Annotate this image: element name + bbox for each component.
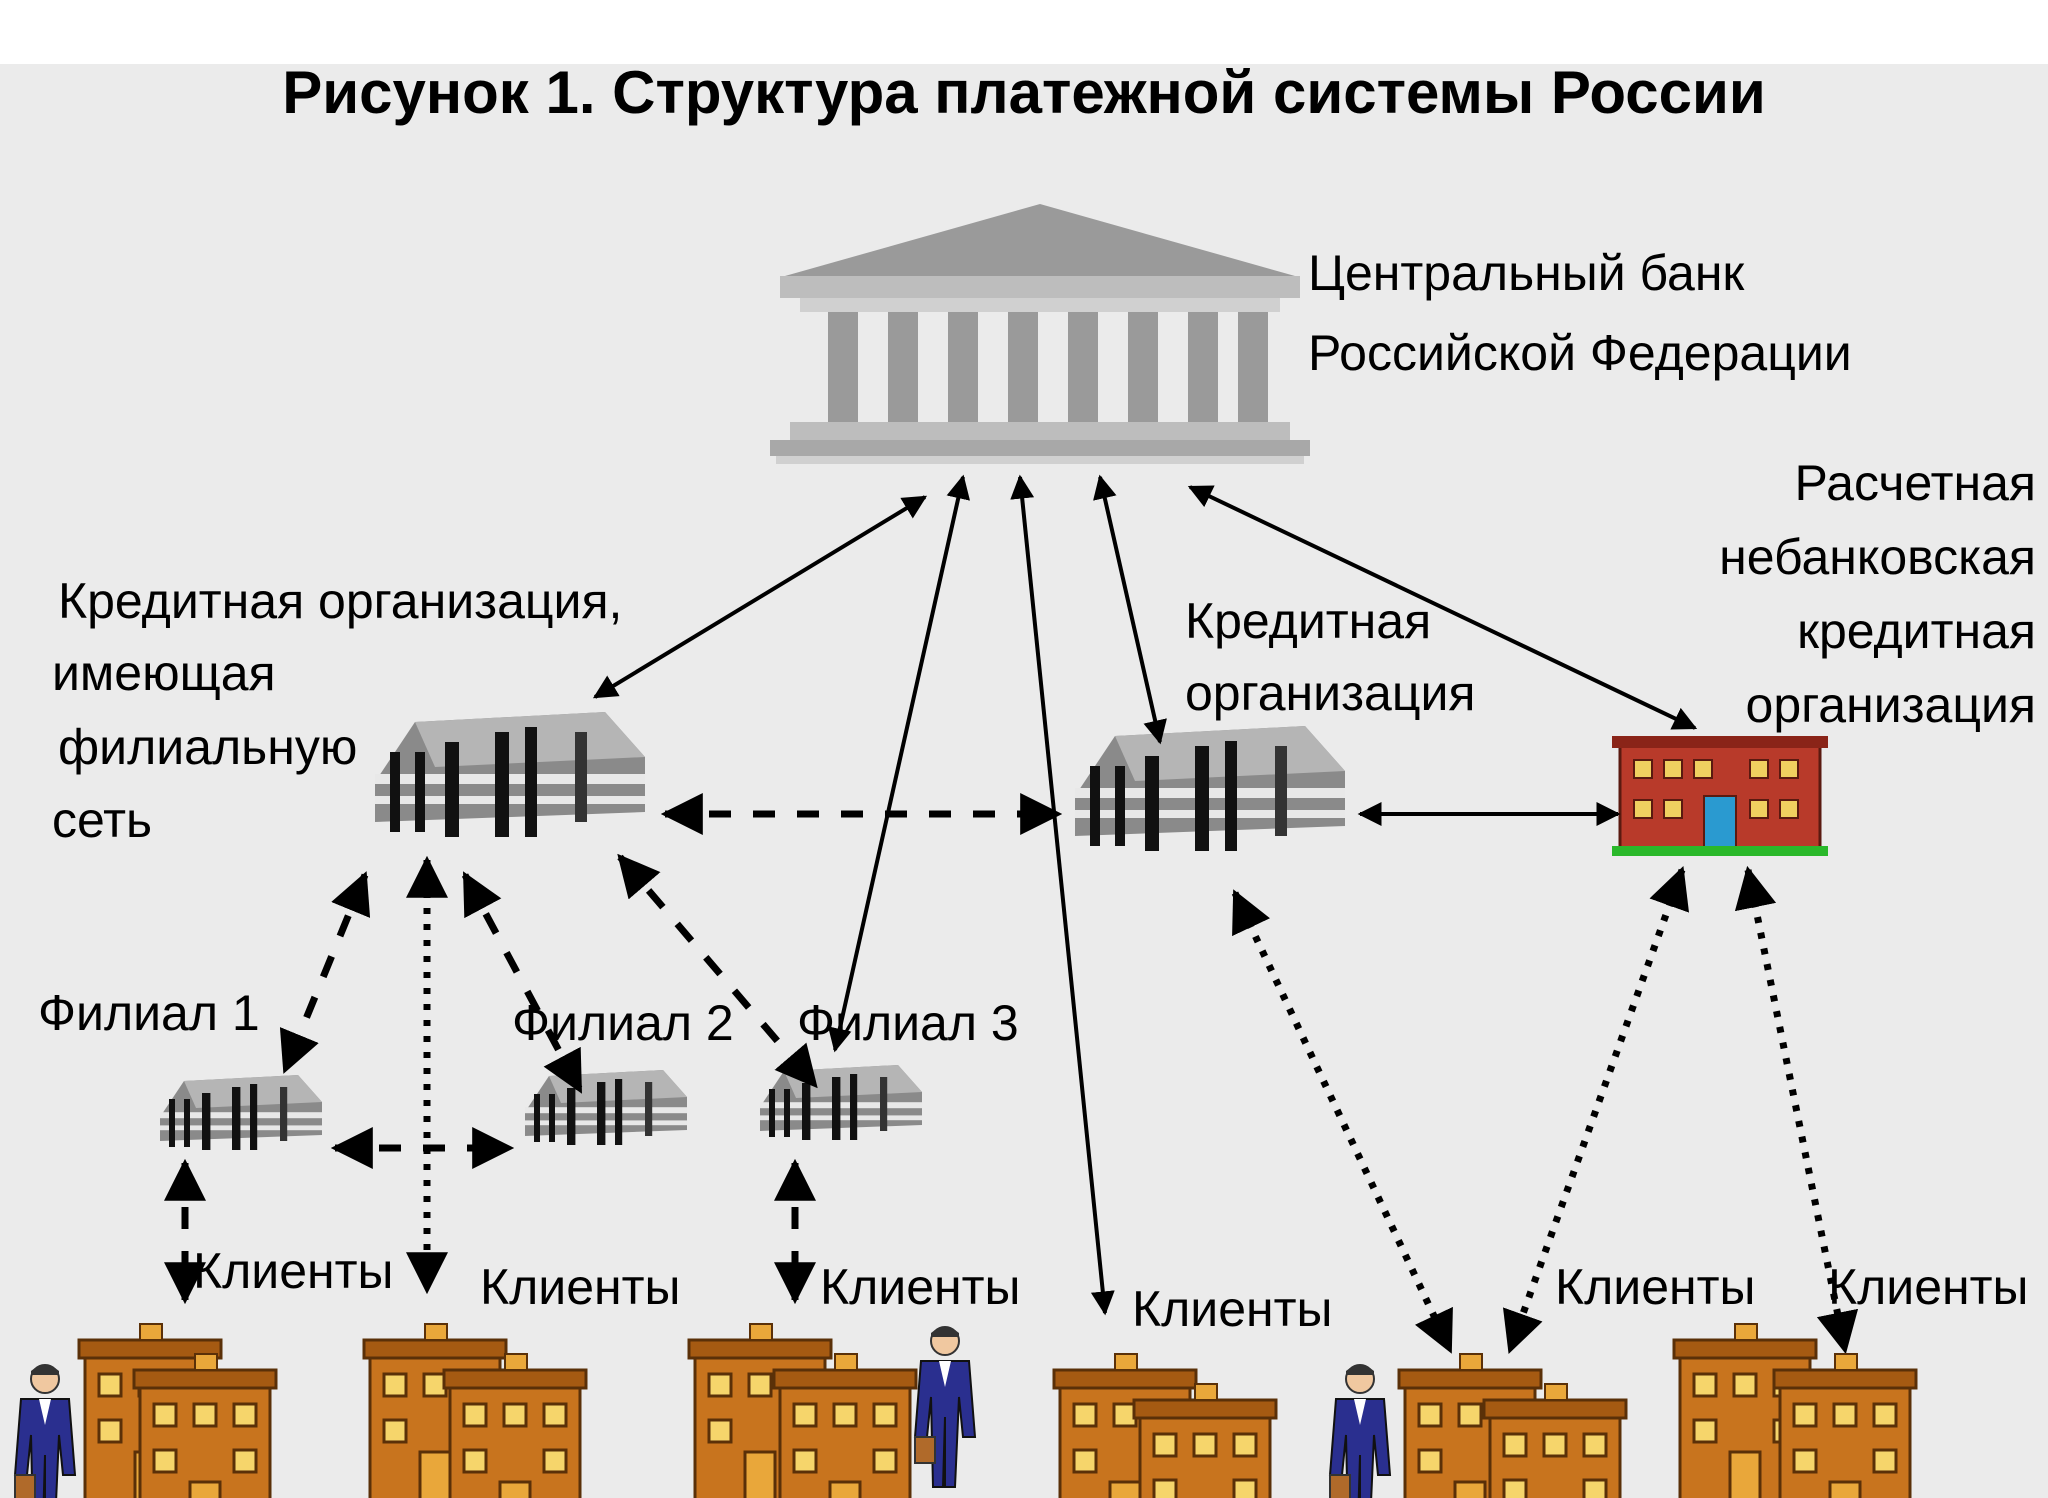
arrow-cb-clients-4 bbox=[1010, 474, 1115, 1316]
branch-2-icon bbox=[525, 1070, 687, 1145]
clients-label-5: Клиенты bbox=[1555, 1259, 1756, 1315]
arrow-cb-credit-org bbox=[1093, 474, 1167, 745]
credit-org-branch-network-icon bbox=[375, 712, 645, 837]
clients-group-3 bbox=[687, 1322, 976, 1498]
branch-1-icon bbox=[160, 1075, 322, 1150]
arrow-nonbank-clients-5 bbox=[1502, 866, 1690, 1354]
arrow-cb-credit-org-network bbox=[592, 495, 928, 699]
branch-3-label: Филиал 3 bbox=[797, 995, 1019, 1051]
nonbank-label-line-4: организация bbox=[1745, 677, 2036, 733]
clients-group-6 bbox=[1672, 1322, 1918, 1498]
branch-3-icon bbox=[760, 1065, 922, 1140]
clients-group-4 bbox=[1052, 1352, 1278, 1498]
nonbank-label-line-3: кредитная bbox=[1797, 603, 2036, 659]
arrow-network-branch-3 bbox=[617, 853, 818, 1089]
credit-org-label-line-2: организация bbox=[1185, 665, 1476, 721]
branch-2-label: Филиал 2 bbox=[512, 995, 734, 1051]
clients-label-1: Клиенты bbox=[193, 1243, 394, 1299]
central-bank-label-line-1: Центральный банк bbox=[1308, 245, 1745, 301]
clients-group-2 bbox=[362, 1322, 588, 1498]
arrow-cb-nonbank bbox=[1187, 485, 1698, 730]
clients-group-5 bbox=[1329, 1352, 1628, 1498]
arrow-credit-org-clients-5 bbox=[1231, 889, 1454, 1354]
branch-1-label: Филиал 1 bbox=[38, 985, 260, 1041]
solid-arrows bbox=[592, 474, 1698, 1316]
credit-org-network-label-line-3: филиальную bbox=[58, 719, 358, 775]
nonbank-credit-org-icon bbox=[1612, 736, 1828, 856]
clients-label-3: Клиенты bbox=[820, 1259, 1021, 1315]
diagram-title: Рисунок 1. Структура платежной системы Р… bbox=[282, 59, 1766, 126]
clients-label-2: Клиенты bbox=[480, 1259, 681, 1315]
central-bank-icon bbox=[770, 204, 1310, 464]
central-bank-label-line-2: Российской Федерации bbox=[1308, 325, 1852, 381]
credit-org-network-label-line-4: сеть bbox=[52, 792, 153, 848]
clients-label-6: Клиенты bbox=[1828, 1259, 2029, 1315]
arrow-nonbank-clients-6 bbox=[1734, 865, 1859, 1355]
arrow-cb-branch-3 bbox=[827, 474, 971, 1053]
nonbank-label-line-1: Расчетная bbox=[1794, 455, 2036, 511]
credit-org-network-label-line-1: Кредитная организация, bbox=[58, 573, 623, 629]
clients-label-4: Клиенты bbox=[1132, 1281, 1333, 1337]
dashed-arrows bbox=[164, 793, 1063, 1305]
clients-group-1 bbox=[14, 1322, 278, 1498]
dotted-arrows bbox=[406, 855, 1859, 1355]
credit-org-network-label-line-2: имеющая bbox=[52, 645, 276, 701]
nonbank-label-line-2: небанковская bbox=[1719, 529, 2036, 585]
arrow-network-branch-1 bbox=[279, 871, 371, 1074]
credit-org-icon bbox=[1075, 726, 1345, 851]
credit-org-label-line-1: Кредитная bbox=[1185, 593, 1432, 649]
